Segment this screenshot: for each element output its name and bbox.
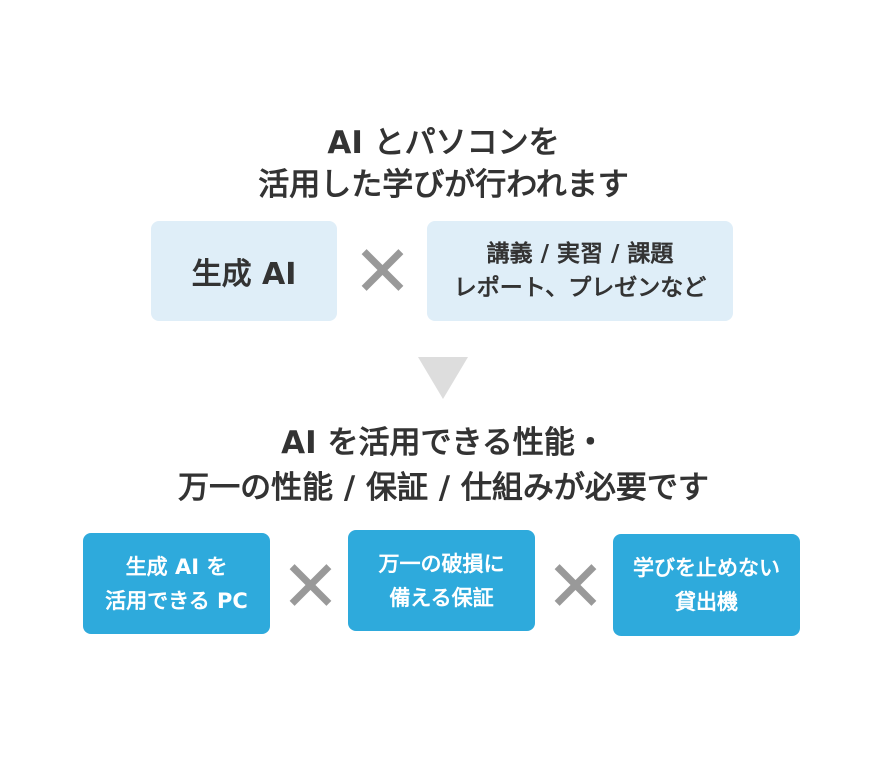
box-text: 学びを止めない <box>633 556 780 580</box>
box-text: 生成 AI <box>191 257 297 292</box>
multiply-icon <box>288 563 332 607</box>
box-loaner: 学びを止めない 貸出機 <box>613 534 800 636</box>
box-warranty: 万一の破損に 備える保証 <box>348 530 535 631</box>
heading-2-line-2: 万一の性能 / 保証 / 仕組みが必要です <box>178 470 709 506</box>
heading-2-line-1: AI を活用できる性能・ <box>281 425 606 461</box>
box-ai-pc: 生成 AI を 活用できる PC <box>83 533 270 634</box>
box-text: 備える保証 <box>389 585 494 610</box>
box-coursework: 講義 / 実習 / 課題 レポート、プレゼンなど <box>427 221 733 321</box>
box-generative-ai: 生成 AI <box>151 221 337 321</box>
multiply-icon <box>553 563 597 607</box>
heading-1-line-1: AI とパソコンを <box>327 125 560 161</box>
multiply-icon <box>360 248 404 292</box>
box-text: レポート、プレゼンなど <box>453 275 707 301</box>
box-text: 貸出機 <box>675 590 738 614</box>
box-text: 万一の破損に <box>378 551 505 576</box>
box-text: 講義 / 実習 / 課題 <box>486 241 674 267</box>
heading-1-line-2: 活用した学びが行われます <box>258 167 629 203</box>
box-text: 生成 AI を <box>125 554 228 579</box>
box-text: 活用できる PC <box>105 588 248 613</box>
down-arrow-icon <box>418 357 468 399</box>
